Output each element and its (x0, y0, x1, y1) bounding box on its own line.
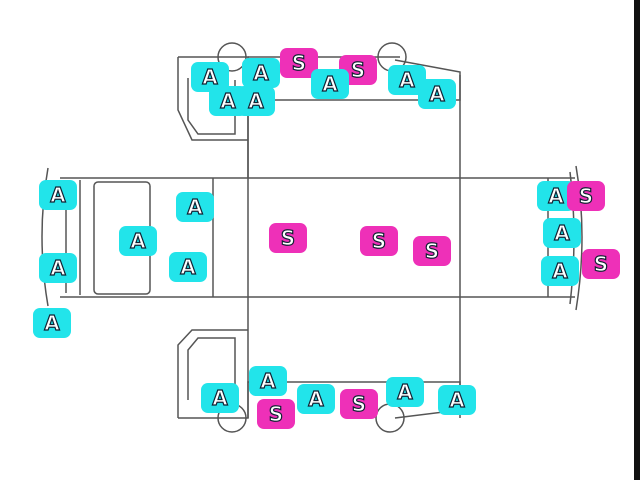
marker-a[interactable]: A (311, 69, 349, 99)
marker-s[interactable]: S (340, 389, 378, 419)
marker-s[interactable]: S (413, 236, 451, 266)
marker-a[interactable]: A (119, 226, 157, 256)
marker-a[interactable]: A (39, 253, 77, 283)
marker-a[interactable]: A (242, 58, 280, 88)
marker-a[interactable]: A (438, 385, 476, 415)
marker-s[interactable]: S (360, 226, 398, 256)
marker-s[interactable]: S (567, 181, 605, 211)
marker-a[interactable]: A (39, 180, 77, 210)
marker-a[interactable]: A (169, 252, 207, 282)
marker-a[interactable]: A (297, 384, 335, 414)
marker-a[interactable]: A (201, 383, 239, 413)
marker-s[interactable]: S (257, 399, 295, 429)
marker-a[interactable]: A (541, 256, 579, 286)
marker-s[interactable]: S (269, 223, 307, 253)
marker-a[interactable]: A (418, 79, 456, 109)
marker-a[interactable]: A (249, 366, 287, 396)
marker-a[interactable]: A (386, 377, 424, 407)
marker-a[interactable]: A (543, 218, 581, 248)
marker-a[interactable]: A (209, 86, 247, 116)
marker-s[interactable]: S (582, 249, 620, 279)
window-edge (634, 0, 640, 480)
marker-a[interactable]: A (176, 192, 214, 222)
marker-a[interactable]: A (33, 308, 71, 338)
